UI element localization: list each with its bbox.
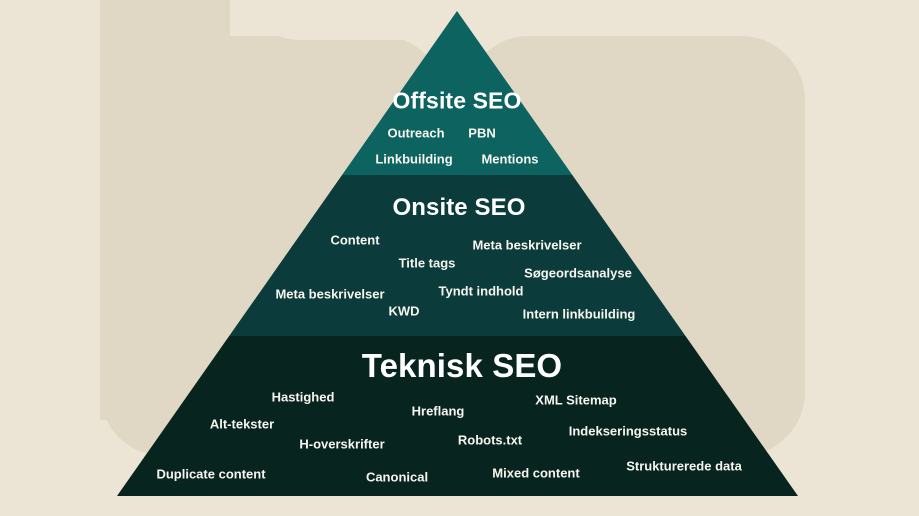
keyword-teknisk-10: Strukturerede data <box>626 458 742 474</box>
keyword-teknisk-2: XML Sitemap <box>535 392 617 408</box>
keyword-teknisk-3: Alt-tekster <box>209 416 275 432</box>
keyword-teknisk-9: Mixed content <box>492 465 580 481</box>
bg-panel-center-light <box>242 0 542 40</box>
tier-title-teknisk: Teknisk SEO <box>361 347 563 384</box>
keyword-offsite-1: PBN <box>468 125 496 141</box>
tier-title-onsite: Onsite SEO <box>392 194 526 221</box>
keyword-teknisk-1: Hreflang <box>411 403 465 419</box>
keyword-onsite-1: Meta beskrivelser <box>472 237 582 253</box>
bg-panel-left-light <box>0 0 100 500</box>
keyword-teknisk-0: Hastighed <box>271 389 335 405</box>
keyword-onsite-0: Content <box>330 232 380 248</box>
keyword-teknisk-6: Robots.txt <box>457 432 523 448</box>
keyword-offsite-2: Linkbuilding <box>375 151 453 167</box>
keyword-onsite-4: Meta beskrivelser <box>275 286 385 302</box>
keyword-offsite-0: Outreach <box>387 125 445 141</box>
keyword-onsite-3: Søgeordsanalyse <box>524 265 632 281</box>
bg-panel-far-right <box>805 0 919 516</box>
keyword-onsite-2: Title tags <box>398 255 456 271</box>
keyword-offsite-3: Mentions <box>481 151 539 167</box>
keyword-teknisk-4: Indekseringsstatus <box>568 423 688 439</box>
tier-teknisk-band <box>117 336 798 496</box>
keyword-onsite-7: Intern linkbuilding <box>522 306 636 322</box>
keyword-onsite-5: Tyndt indhold <box>438 283 524 299</box>
tier-title-offsite: Offsite SEO <box>392 87 522 114</box>
keyword-onsite-6: KWD <box>388 303 420 319</box>
keyword-teknisk-8: Canonical <box>365 469 429 485</box>
keyword-teknisk-5: H-overskrifter <box>299 436 385 452</box>
keyword-teknisk-7: Duplicate content <box>156 466 266 482</box>
